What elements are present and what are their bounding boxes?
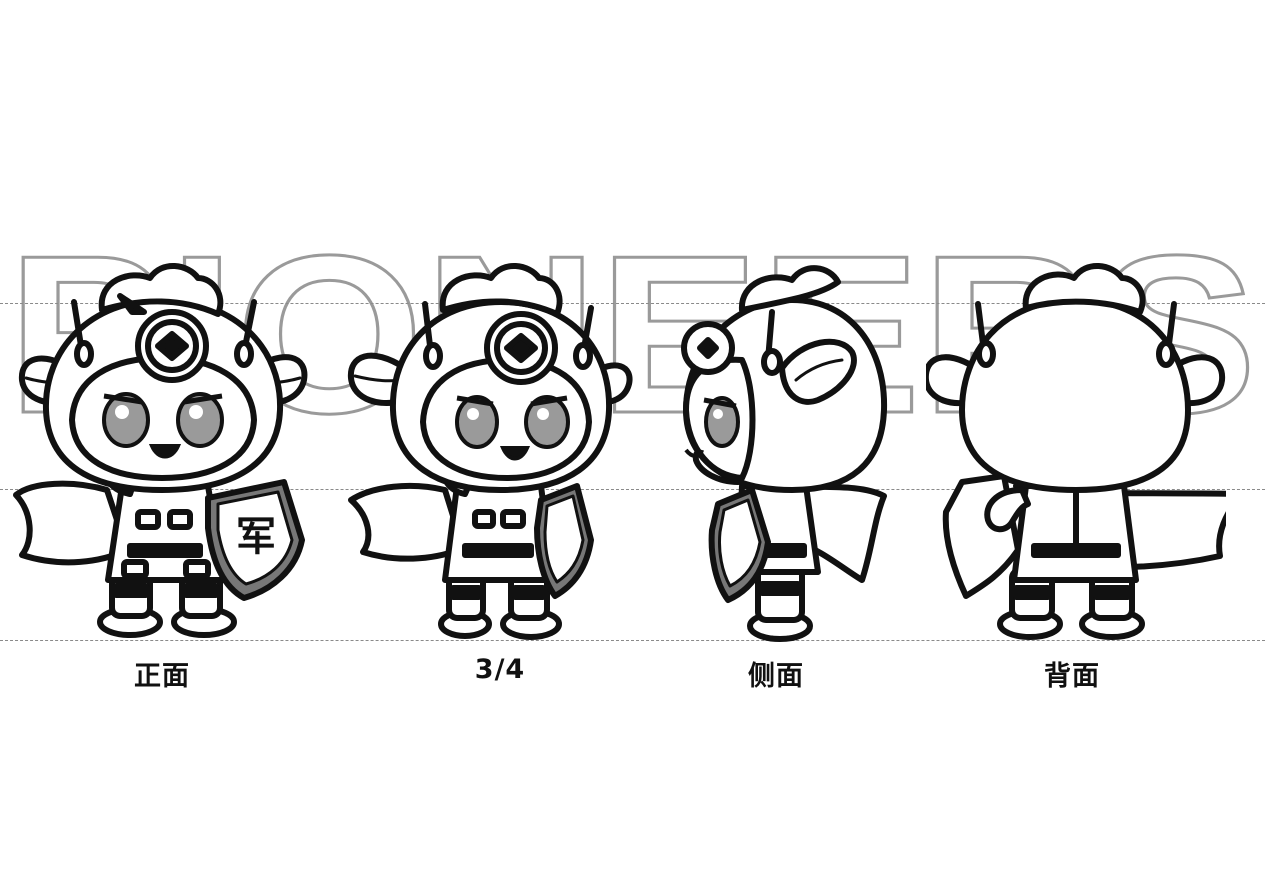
mascot-three-quarter-view (347, 262, 633, 640)
shield-glyph: 军 (236, 514, 276, 560)
view-label-three-quarter: 3/4 (474, 654, 526, 685)
mascot-back-view (926, 262, 1226, 640)
view-label-back: 背面 (1044, 661, 1100, 692)
head-top-guide-line (0, 303, 1265, 304)
view-label-front: 正面 (134, 661, 190, 692)
view-label-side: 侧面 (748, 661, 804, 692)
mascot-front-view: 军 (13, 262, 308, 638)
ground-guide-line (0, 640, 1265, 641)
mascot-side-view (681, 265, 888, 642)
chin-guide-line (0, 489, 1265, 490)
